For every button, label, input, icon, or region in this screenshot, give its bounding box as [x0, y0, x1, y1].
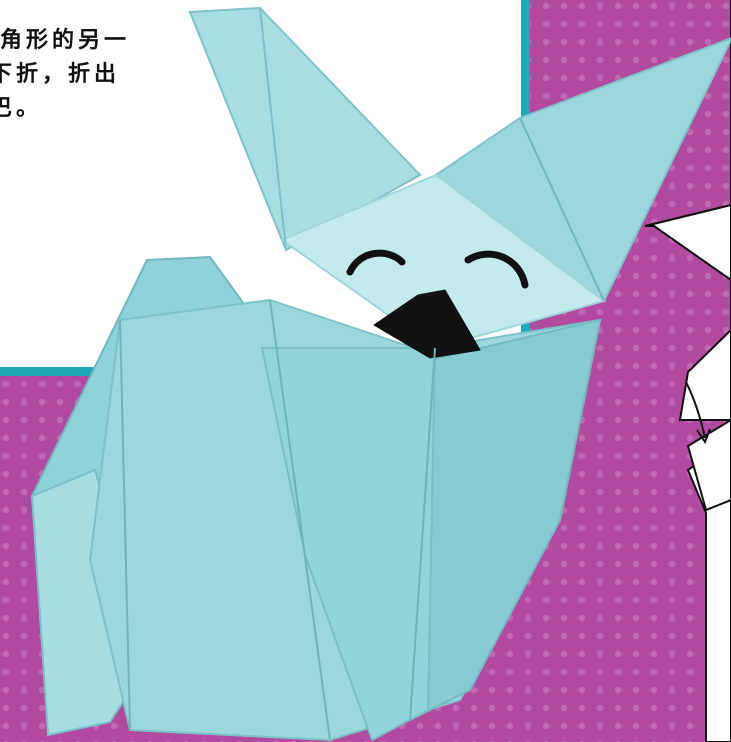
body-fold-line-left — [269, 299, 331, 741]
instruction-line-2: 下折，折出 — [0, 62, 121, 87]
instruction-line-1: 角形的另一 — [0, 28, 131, 53]
origami-center-flap — [260, 347, 437, 742]
diagram-panel-shape — [644, 203, 731, 742]
left-ear-fold-line — [259, 7, 287, 251]
origami-left-ear — [188, 6, 422, 252]
diagram-lower-triangle — [686, 418, 731, 512]
diagram-panel — [644, 0, 731, 742]
diagram-panel-border-top — [644, 0, 731, 227]
arrow-down-icon — [685, 381, 706, 439]
origami-fox — [30, 6, 731, 742]
body-fold-line-right — [409, 347, 436, 721]
mouth-icon — [373, 289, 481, 359]
left-eye-icon — [346, 249, 406, 276]
instruction-line-3: 巴。 — [0, 96, 43, 121]
body-fold-line-outer — [119, 319, 131, 731]
right-eye-icon — [464, 250, 529, 289]
arrow-head-icon — [696, 428, 711, 445]
instruction-text: 角形的另一 下折，折出 巴。 — [0, 24, 190, 126]
right-ear-fold-line — [519, 117, 605, 302]
origami-right-panel — [408, 318, 602, 722]
